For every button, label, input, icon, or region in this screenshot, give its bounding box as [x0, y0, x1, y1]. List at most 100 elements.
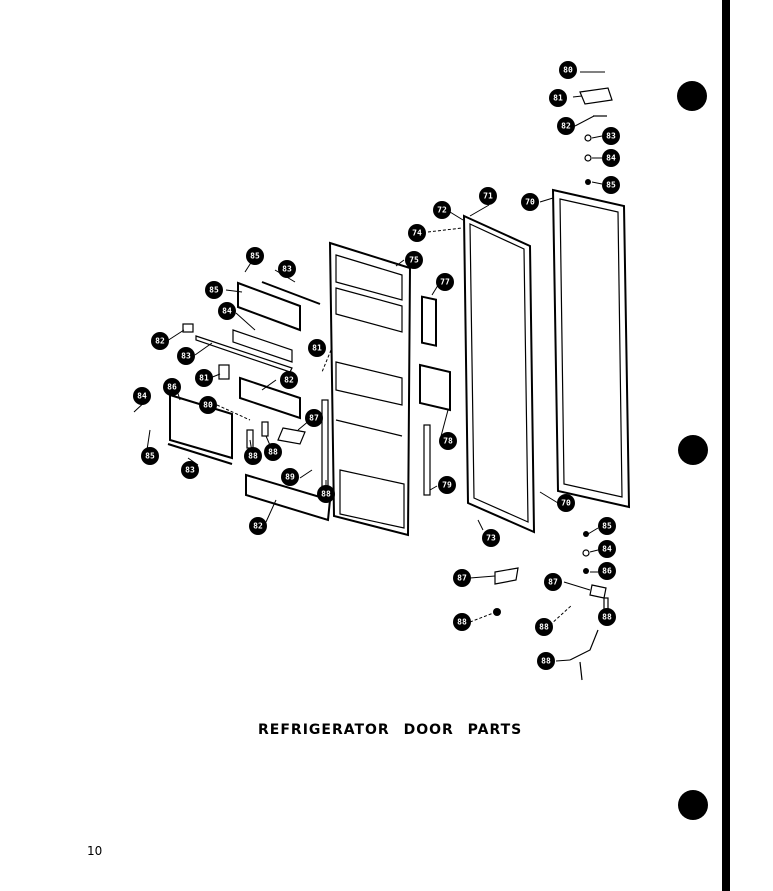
callout-75: 75: [405, 251, 423, 269]
callout-number: 83: [181, 352, 191, 361]
callout-number: 72: [437, 206, 447, 215]
callout-82: 82: [557, 117, 575, 135]
plate-76: [419, 363, 451, 412]
callout-number: 82: [155, 337, 165, 346]
callout-number: 80: [203, 401, 213, 410]
callout-number: 88: [539, 623, 549, 632]
callout-70: 70: [557, 494, 575, 512]
callout-number: 82: [253, 522, 263, 531]
callout-number: 84: [137, 392, 147, 401]
callout-82: 82: [151, 332, 169, 350]
callout-88: 88: [537, 652, 555, 670]
strip-78: [423, 424, 431, 496]
callout-83: 83: [602, 127, 620, 145]
callout-86: 86: [598, 562, 616, 580]
callout-84: 84: [133, 387, 151, 405]
punch-hole: [677, 81, 707, 111]
diagram-title: REFRIGERATOR DOOR PARTS: [258, 722, 523, 738]
callout-88: 88: [598, 608, 616, 626]
callout-79: 79: [438, 476, 456, 494]
door-shelves: [167, 281, 332, 522]
callout-number: 70: [561, 499, 571, 508]
callout-85: 85: [246, 247, 264, 265]
callout-88: 88: [453, 613, 471, 631]
callout-73: 73: [482, 529, 500, 547]
bracket-77: [421, 295, 437, 347]
callout-number: 79: [442, 481, 452, 490]
callout-number: 88: [602, 613, 612, 622]
callout-labels: 80 81 82 83 84 85 71 72 74 75 77 81 78 79 70 73 70 85 83 85…: [133, 61, 620, 670]
callout-number: 74: [412, 229, 422, 238]
callout-80: 80: [559, 61, 577, 79]
callout-number: 85: [250, 252, 260, 261]
callout-70: 70: [521, 193, 539, 211]
callout-number: 83: [282, 265, 292, 274]
callout-85: 85: [602, 176, 620, 194]
callout-81: 81: [549, 89, 567, 107]
callout-number: 85: [602, 522, 612, 531]
callout-80: 80: [199, 396, 217, 414]
callout-number: 88: [268, 448, 278, 457]
inner-door-liner: [328, 241, 412, 537]
callout-number: 82: [284, 376, 294, 385]
callout-88: 88: [535, 618, 553, 636]
callout-87: 87: [305, 409, 323, 427]
callout-88: 88: [264, 443, 282, 461]
callout-number: 85: [209, 286, 219, 295]
callout-number: 86: [602, 567, 612, 576]
callout-number: 83: [185, 466, 195, 475]
outer-door-panel: [462, 214, 536, 534]
punch-hole: [678, 435, 708, 465]
callout-84: 84: [598, 540, 616, 558]
page-number: 10: [87, 844, 103, 858]
callout-number: 88: [321, 490, 331, 499]
page-edge-bar: [722, 0, 730, 891]
strip-89: [321, 399, 329, 491]
callout-85: 85: [598, 517, 616, 535]
callout-number: 84: [606, 154, 616, 163]
callout-84: 84: [218, 302, 236, 320]
callout-83: 83: [177, 347, 195, 365]
callout-83: 83: [278, 260, 296, 278]
callout-number: 78: [443, 437, 453, 446]
callout-number: 81: [553, 94, 563, 103]
door-gasket: [551, 188, 631, 509]
callout-88: 88: [244, 447, 262, 465]
callout-number: 70: [525, 198, 535, 207]
callout-81: 81: [195, 369, 213, 387]
callout-number: 86: [167, 383, 177, 392]
callout-number: 81: [199, 374, 209, 383]
callout-number: 87: [548, 578, 558, 587]
punch-hole: [678, 790, 708, 820]
callout-number: 88: [541, 657, 551, 666]
callout-87: 87: [453, 569, 471, 587]
callout-number: 88: [248, 452, 258, 461]
callout-number: 87: [309, 414, 319, 423]
callout-85: 85: [205, 281, 223, 299]
callout-78: 78: [439, 432, 457, 450]
callout-82: 82: [280, 371, 298, 389]
callout-77: 77: [436, 273, 454, 291]
top-hinge-parts: [579, 87, 613, 185]
callout-72: 72: [433, 201, 451, 219]
callout-number: 85: [145, 452, 155, 461]
callout-86: 86: [163, 378, 181, 396]
callout-number: 77: [440, 278, 450, 287]
callout-number: 73: [486, 534, 496, 543]
callout-number: 84: [602, 545, 612, 554]
callout-number: 88: [457, 618, 467, 627]
callout-number: 71: [483, 192, 493, 201]
callout-number: 83: [606, 132, 616, 141]
callout-number: 81: [312, 344, 322, 353]
callout-84: 84: [602, 149, 620, 167]
callout-85: 85: [141, 447, 159, 465]
callout-number: 89: [285, 473, 295, 482]
callout-number: 85: [606, 181, 616, 190]
callout-number: 84: [222, 307, 232, 316]
callout-83: 83: [181, 461, 199, 479]
callout-number: 87: [457, 574, 467, 583]
callout-number: 75: [409, 256, 419, 265]
callout-71: 71: [479, 187, 497, 205]
leader-lines: [133, 71, 607, 662]
